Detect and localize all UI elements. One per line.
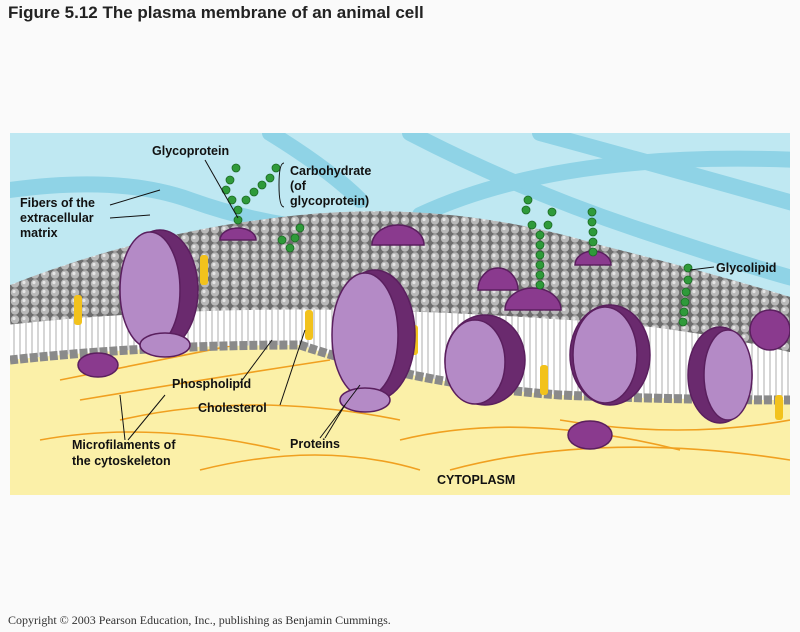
label-fibers-1: Fibers of the [20,196,95,210]
label-proteins: Proteins [290,437,340,451]
label-cholesterol: Cholesterol [198,401,267,415]
membrane-proteins [77,224,790,450]
figure-title: Figure 5.12 The plasma membrane of an an… [8,3,424,22]
copyright-notice: Copyright © 2003 Pearson Education, Inc.… [8,613,391,627]
label-microfilaments-2: the cytoskeleton [72,454,171,468]
label-carbohydrate-1: Carbohydrate [290,164,371,178]
label-carbohydrate-2: (of [290,179,307,193]
label-cytoplasm: CYTOPLASM [437,473,515,487]
cytoplasm-region [10,340,790,495]
label-microfilaments-1: Microfilaments of [72,438,176,452]
label-carbohydrate-3: glycoprotein) [290,194,369,208]
label-fibers-3: matrix [20,226,58,240]
label-fibers-2: extracellular [20,211,94,225]
label-glycoprotein: Glycoprotein [152,144,229,158]
label-glycolipid: Glycolipid [716,261,776,275]
label-phospholipid: Phospholipid [172,377,251,391]
leader-lines [109,159,715,441]
cholesterol-molecules [74,255,783,420]
microfilaments [39,339,790,471]
carbohydrate-chains [221,163,693,327]
